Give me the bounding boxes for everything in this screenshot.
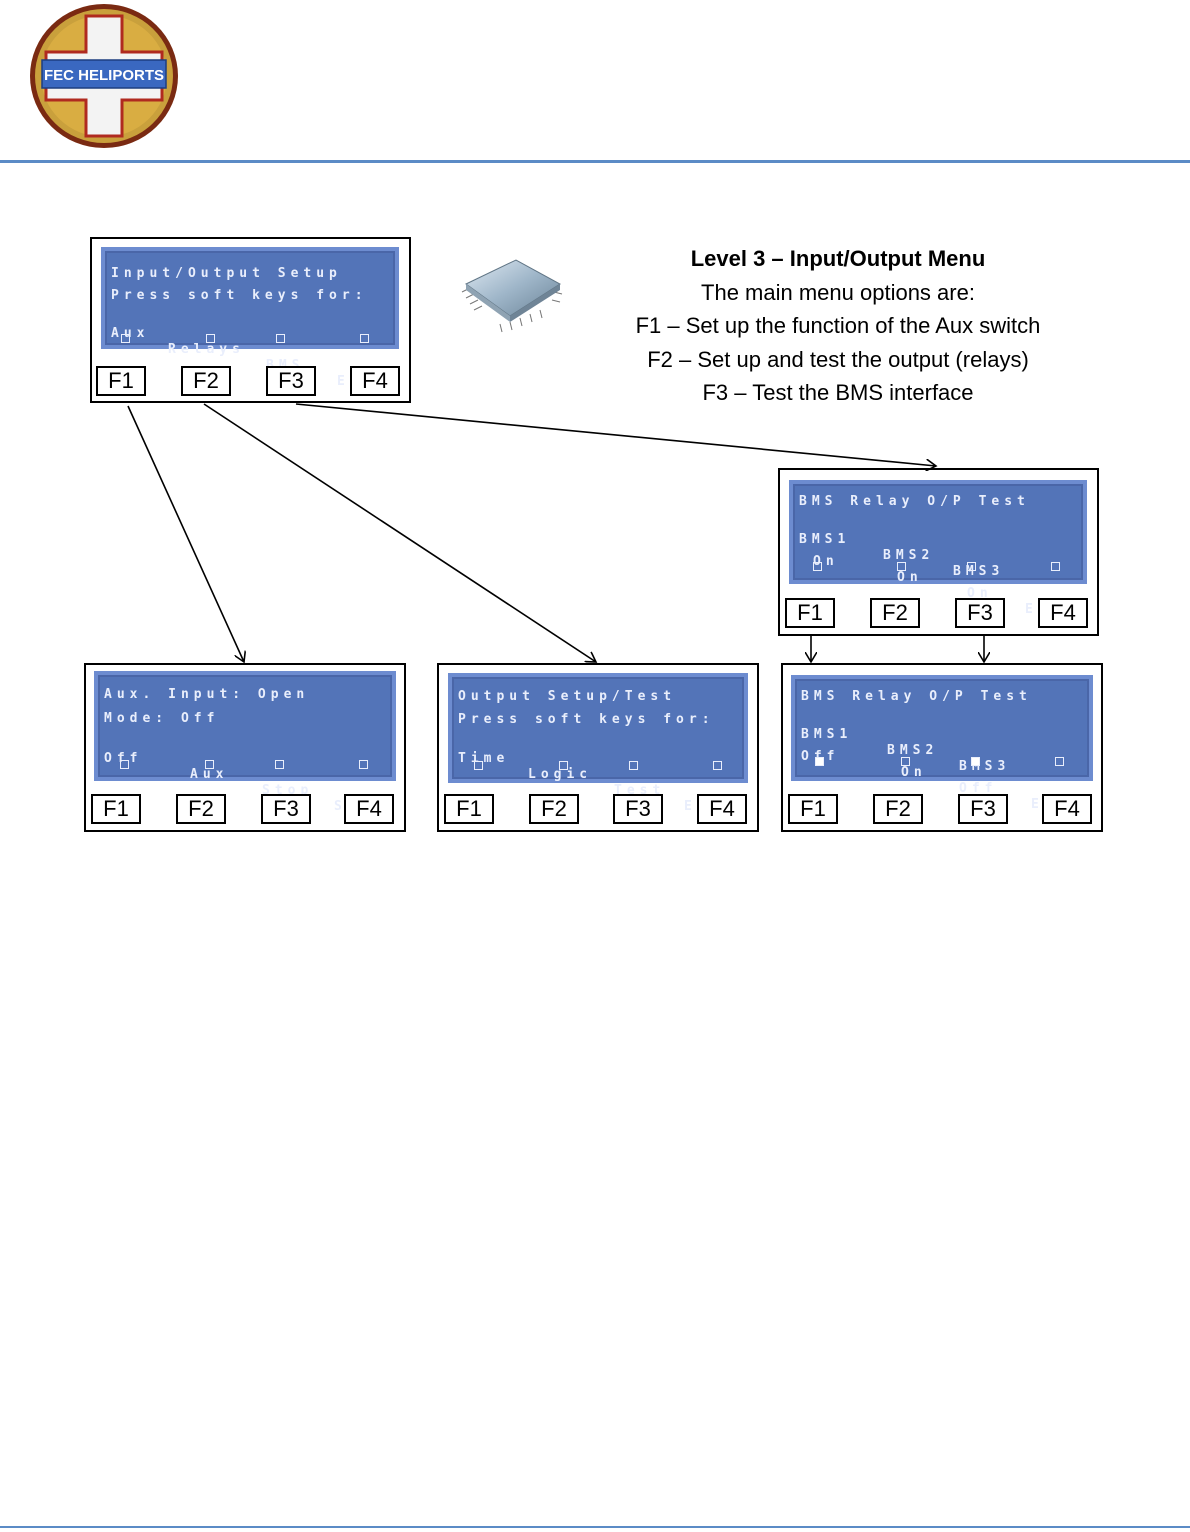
description-title: Level 3 – Input/Output Menu xyxy=(690,246,986,271)
softkey-indicator-active xyxy=(815,757,824,766)
softkey-indicator xyxy=(897,562,906,571)
f2-key[interactable]: F2 xyxy=(529,794,579,824)
menu-description: Level 3 – Input/Output Menu The main men… xyxy=(590,242,1086,410)
fec-heliports-logo: FEC HELIPORTS xyxy=(30,4,178,148)
lcd-softkey-labels: Time Logic Test Exit xyxy=(458,735,738,831)
softkey-indicator xyxy=(713,761,722,770)
f2-key[interactable]: F2 xyxy=(873,794,923,824)
f1-key[interactable]: F1 xyxy=(444,794,494,824)
softkey-indicator xyxy=(275,760,284,769)
softkey-indicator xyxy=(121,334,130,343)
svg-text:FEC HELIPORTS: FEC HELIPORTS xyxy=(44,67,164,84)
lcd-softkey-labels: On On On Exit xyxy=(799,538,1077,634)
softkey-indicator xyxy=(967,562,976,571)
arrow-f3-to-bms xyxy=(295,403,936,466)
lcd-line-1: Input/Output Setup xyxy=(111,266,342,281)
lcd-line-1: Aux. Input: Open xyxy=(104,687,310,702)
f2-key[interactable]: F2 xyxy=(181,366,231,396)
panel-aux-input: Aux. Input: Open Mode: Off Off Aux Stop … xyxy=(84,663,406,832)
lcd-line-1: Output Setup/Test xyxy=(458,689,677,704)
softkey-label-off: Off xyxy=(104,751,143,766)
lcd-line-2: Press soft keys for: xyxy=(458,712,715,727)
description-line: The main menu options are: xyxy=(701,279,975,305)
softkey-indicator xyxy=(559,761,568,770)
softkey-label-aux: Aux xyxy=(190,767,229,782)
softkey-label-relays: Relays xyxy=(168,342,245,357)
softkey-indicator xyxy=(1051,562,1060,571)
description-line: F1 – Set up the function of the Aux swit… xyxy=(635,313,1041,338)
f3-key[interactable]: F3 xyxy=(958,794,1008,824)
lcd-line-1: BMS Relay O/P Test xyxy=(799,494,1030,509)
lcd-line-2: BMS1 BMS2 BMS3 xyxy=(799,516,1077,596)
softkey-indicator xyxy=(474,761,483,770)
softkey-indicator xyxy=(360,334,369,343)
softkey-indicator xyxy=(205,760,214,769)
softkey-label-on: On xyxy=(813,554,839,569)
lcd-display: Aux. Input: Open Mode: Off Off Aux Stop … xyxy=(94,671,396,814)
f4-key[interactable]: F4 xyxy=(350,366,400,396)
f4-key[interactable]: F4 xyxy=(697,794,747,824)
bms3-label: BMS3 xyxy=(953,564,1005,579)
f4-key[interactable]: F4 xyxy=(344,794,394,824)
panel-output-setup-test: Output Setup/Test Press soft keys for: T… xyxy=(437,663,759,832)
arrow-f1-to-aux xyxy=(127,405,244,662)
softkey-indicator xyxy=(206,334,215,343)
bms3-label: BMS3 xyxy=(959,759,1011,774)
panel-bms-relay-test: BMS Relay O/P Test BMS1 BMS2 BMS3 On On … xyxy=(778,468,1099,636)
softkey-indicator xyxy=(901,757,910,766)
header-rule xyxy=(0,160,1190,163)
f3-key[interactable]: F3 xyxy=(261,794,311,824)
f3-key[interactable]: F3 xyxy=(266,366,316,396)
lcd-softkey-labels: Aux Relays BMS Exit xyxy=(111,310,389,406)
f2-key[interactable]: F2 xyxy=(176,794,226,824)
lcd-display: Output Setup/Test Press soft keys for: T… xyxy=(448,673,748,814)
bms2-label: BMS2 xyxy=(883,548,935,563)
bms1-label: BMS1 xyxy=(801,727,853,742)
f4-key[interactable]: F4 xyxy=(1038,598,1088,628)
softkey-label-on: On xyxy=(967,586,993,601)
f4-key[interactable]: F4 xyxy=(1042,794,1092,824)
lcd-line-1: BMS Relay O/P Test xyxy=(801,689,1032,704)
footer-rule xyxy=(0,1526,1190,1528)
lcd-line-2: BMS1 BMS2 BMS3 xyxy=(801,711,1083,791)
lcd-line-2: Press soft keys for: xyxy=(111,288,368,303)
softkey-indicator xyxy=(359,760,368,769)
softkey-indicator xyxy=(276,334,285,343)
softkey-indicator xyxy=(120,760,129,769)
softkey-label-time: Time xyxy=(458,751,510,766)
bms1-label: BMS1 xyxy=(799,532,851,547)
panel-bms-relay-test-result: BMS Relay O/P Test BMS1 BMS2 BMS3 Off On… xyxy=(781,663,1103,832)
description-line: F2 – Set up and test the output (relays) xyxy=(647,346,1029,372)
lcd-display: BMS Relay O/P Test BMS1 BMS2 BMS3 On On … xyxy=(789,480,1087,617)
arrow-f2-to-output xyxy=(203,403,596,662)
softkey-indicator xyxy=(629,761,638,770)
softkey-label-off: Off xyxy=(959,781,998,796)
lcd-softkey-labels: Off On Off Exit xyxy=(801,733,1083,829)
bms2-label: BMS2 xyxy=(887,743,939,758)
f1-key[interactable]: F1 xyxy=(788,794,838,824)
softkey-label-aux: Aux xyxy=(111,326,150,341)
f1-key[interactable]: F1 xyxy=(785,598,835,628)
chip-icon xyxy=(461,259,563,333)
softkey-indicator xyxy=(1055,757,1064,766)
lcd-display: Input/Output Setup Press soft keys for: … xyxy=(101,247,399,389)
softkey-label-on: On xyxy=(897,570,923,585)
softkey-indicator xyxy=(813,562,822,571)
panel-input-output-setup: Input/Output Setup Press soft keys for: … xyxy=(90,237,411,403)
description-line: F3 – Test the BMS interface xyxy=(702,380,974,405)
f3-key[interactable]: F3 xyxy=(613,794,663,824)
f1-key[interactable]: F1 xyxy=(91,794,141,824)
lcd-display: BMS Relay O/P Test BMS1 BMS2 BMS3 Off On… xyxy=(791,675,1093,812)
softkey-label-on: On xyxy=(901,765,927,780)
f3-key[interactable]: F3 xyxy=(955,598,1005,628)
f1-key[interactable]: F1 xyxy=(96,366,146,396)
f2-key[interactable]: F2 xyxy=(870,598,920,628)
softkey-label-off: Off xyxy=(801,749,839,765)
softkey-indicator-active xyxy=(971,757,980,766)
softkey-label-logic: Logic xyxy=(528,767,593,782)
lcd-line-2: Mode: Off xyxy=(104,711,220,726)
